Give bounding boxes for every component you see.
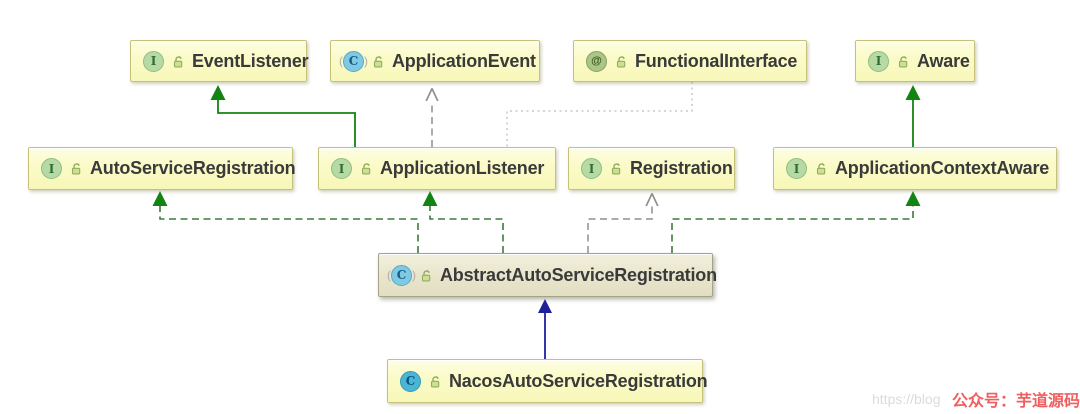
class-box-autoserviceregistration[interactable]: I AutoServiceRegistration [28,147,296,190]
edge-applicationlistener-extends-eventlistener [210,85,356,147]
interface-icon: I [786,158,807,179]
unlock-icon [420,269,433,282]
interface-icon: I [868,50,889,72]
unlock-icon [172,55,185,68]
unlock-icon [429,375,442,388]
class-box-registration[interactable]: I Registration [568,147,735,190]
unlock-icon [615,55,628,68]
unlock-icon [70,162,83,175]
class-name-label: ApplicationContextAware [835,158,1050,178]
edge-abstract-implements-autoserviceregistration [152,191,419,253]
class-name-label: AbstractAutoServiceRegistration [440,264,717,285]
class-box-nacosautoserviceregistration[interactable]: C NacosAutoServiceRegistration [387,359,708,403]
class-box-applicationevent[interactable]: C ApplicationEvent [330,40,540,82]
edge-abstract-implements-applicationlistener [422,191,504,253]
annotation-icon: @ [586,50,607,72]
class-name-label: EventListener [192,50,309,71]
interface-icon: I [41,158,62,179]
abstract-class-icon: C [339,50,368,72]
abstract-class-icon: C [387,264,416,286]
class-name-label: Aware [917,50,970,71]
class-name-label: FunctionalInterface [635,50,798,71]
class-name-label: NacosAutoServiceRegistration [449,370,708,391]
class-box-functionalinterface[interactable]: @ FunctionalInterface [573,40,807,82]
interface-icon: I [581,158,602,179]
watermark-url-text: https://blog [872,391,941,407]
unlock-icon [372,55,385,68]
class-name-label: AutoServiceRegistration [90,158,296,178]
class-name-label: ApplicationEvent [392,50,536,71]
interface-icon: I [143,50,164,72]
class-box-abstractautoserviceregistration[interactable]: C AbstractAutoServiceRegistration [378,253,717,297]
class-name-label: ApplicationListener [380,158,545,178]
class-box-applicationlistener[interactable]: I ApplicationListener [318,147,556,190]
class-box-aware[interactable]: I Aware [855,40,975,82]
class-icon: C [400,370,421,392]
edge-abstract-implements-applicationcontextaware [671,191,921,253]
class-box-applicationcontextaware[interactable]: I ApplicationContextAware [773,147,1057,190]
class-name-label: Registration [630,158,733,178]
unlock-icon [610,162,623,175]
watermark-publisher-text: 公众号：芋道源码 [952,393,1080,410]
edge-functionalinterface-annotates-applicationlistener [506,82,693,147]
unlock-icon [897,55,910,68]
unlock-icon [360,162,373,175]
class-box-eventlistener[interactable]: I EventListener [130,40,309,82]
interface-icon: I [331,158,352,179]
edge-abstract-dependency-registration [587,206,652,253]
unlock-icon [815,162,828,175]
